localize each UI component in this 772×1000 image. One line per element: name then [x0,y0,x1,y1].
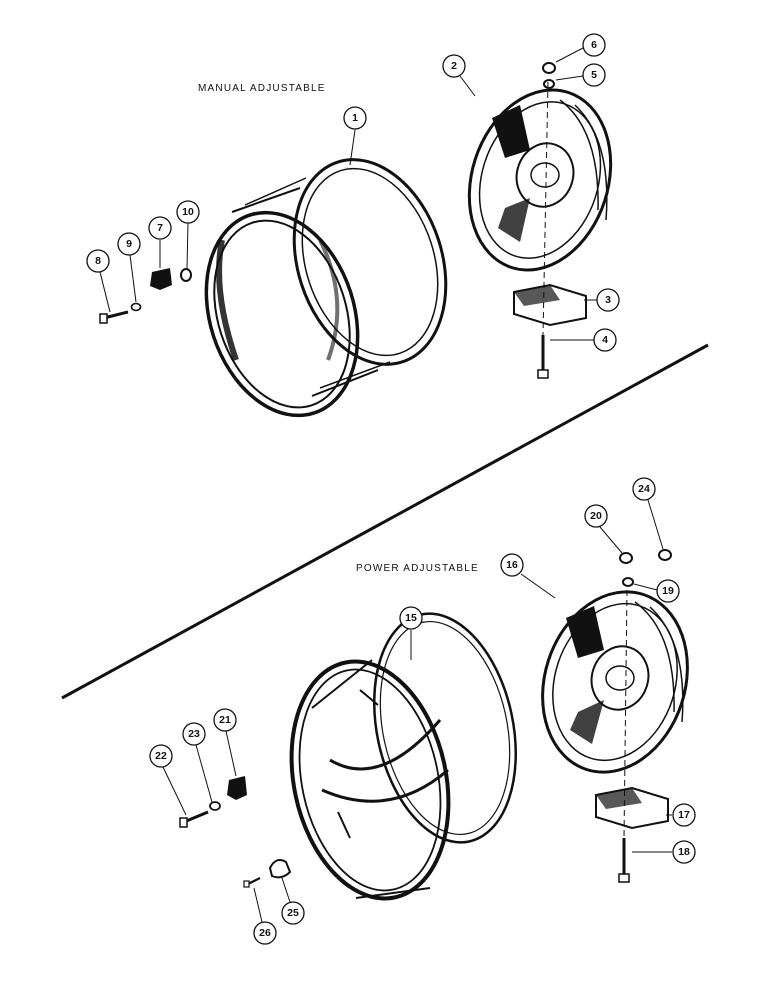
callout-15: 15 [399,606,423,630]
callout-5: 5 [582,63,606,87]
svg-text:6: 6 [591,39,597,51]
svg-text:15: 15 [405,612,417,624]
clip-power [268,859,292,879]
callout-1: 1 [343,106,367,130]
svg-text:17: 17 [678,809,690,821]
svg-text:8: 8 [95,255,101,267]
callout-8: 8 [86,249,110,273]
nut-manual [542,62,556,74]
nut-power-extra [658,549,672,561]
svg-text:1: 1 [352,112,358,124]
callout-22: 22 [149,744,173,768]
center-disc-power [541,590,689,774]
bracket-power [227,776,247,800]
callout-3: 3 [596,288,620,312]
callout-4: 4 [593,328,617,352]
bolt-power-horizontal [179,810,209,828]
bracket-manual [150,268,172,290]
callout-19: 19 [656,579,680,603]
washer-power [622,577,634,587]
svg-text:22: 22 [155,750,167,762]
callout-26: 26 [253,921,277,945]
callout-23: 23 [182,722,206,746]
bolt-manual-vertical [537,335,549,379]
rim-power [289,612,518,901]
svg-text:5: 5 [591,69,597,81]
callout-2: 2 [442,54,466,78]
bolt-power-vertical [618,838,630,883]
callout-18: 18 [672,840,696,864]
callout-17: 17 [672,803,696,827]
callout-25: 25 [281,901,305,925]
center-disc-manual [467,88,613,272]
callout-6: 6 [582,33,606,57]
washer-power-small [209,801,221,811]
clamp-manual [513,283,587,327]
bolt-manual-horizontal [99,310,129,324]
washer-manual [543,79,555,89]
nut-manual-small [180,268,192,282]
clamp-power [595,786,669,830]
washer-manual-small [130,302,142,312]
svg-text:7: 7 [157,222,163,234]
nut-power [619,552,633,564]
svg-text:18: 18 [678,846,690,858]
svg-text:20: 20 [590,510,602,522]
svg-text:16: 16 [506,559,518,571]
svg-text:2: 2 [451,60,457,72]
svg-text:4: 4 [602,334,608,346]
callout-21: 21 [213,708,237,732]
callout-24: 24 [632,477,656,501]
svg-text:25: 25 [287,907,299,919]
callout-7: 7 [148,216,172,240]
callout-9: 9 [117,232,141,256]
svg-text:3: 3 [605,294,611,306]
callout-10: 10 [176,200,200,224]
svg-text:24: 24 [638,483,650,495]
screw-power-small [243,877,261,888]
svg-text:21: 21 [219,714,231,726]
section-title-manual: MANUAL ADJUSTABLE [198,83,326,94]
callout-20: 20 [584,504,608,528]
section-title-power: POWER ADJUSTABLE [356,563,479,574]
svg-text:9: 9 [126,238,132,250]
callout-16: 16 [500,553,524,577]
section-divider [61,343,709,700]
svg-text:23: 23 [188,728,200,740]
svg-text:26: 26 [259,927,271,939]
svg-text:19: 19 [662,585,674,597]
rim-manual [204,158,448,418]
svg-text:10: 10 [182,206,194,218]
